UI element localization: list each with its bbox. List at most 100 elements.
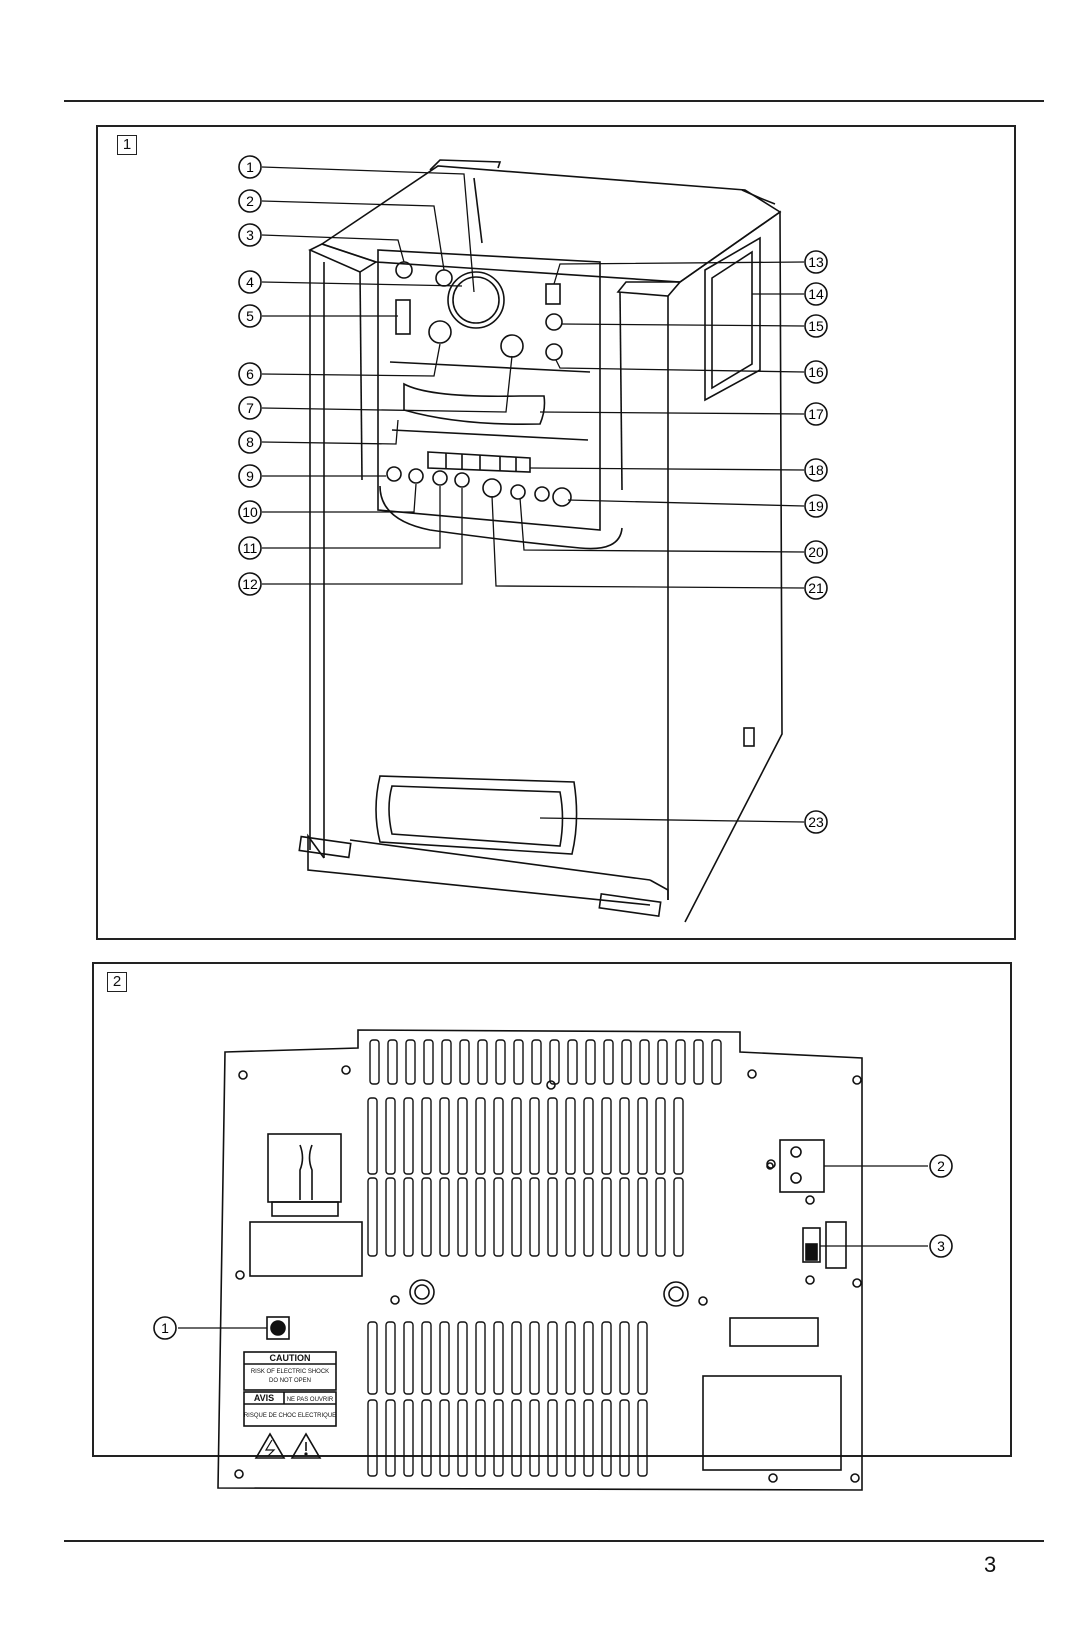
vent-slot [673, 1097, 684, 1175]
vent-slot [441, 1039, 452, 1085]
vent-slot [529, 1097, 540, 1175]
svg-text:13: 13 [808, 254, 824, 270]
rear-callout-1: 1 [153, 1316, 177, 1340]
vent-slot [493, 1177, 504, 1257]
caution-line1: RISK OF ELECTRIC SHOCK [251, 1369, 329, 1375]
callout-23: 23 [804, 810, 828, 834]
bottom-rule [64, 1540, 1044, 1542]
vent-slot [529, 1321, 540, 1395]
avis-title: AVIS [254, 1393, 274, 1403]
svg-text:14: 14 [808, 286, 824, 302]
svg-text:3: 3 [246, 227, 254, 243]
vent-slot [421, 1321, 432, 1395]
callout-9: 9 [238, 464, 262, 488]
vent-slot [657, 1039, 668, 1085]
svg-text:12: 12 [242, 576, 258, 592]
svg-text:1: 1 [246, 159, 254, 175]
svg-text:21: 21 [808, 580, 824, 596]
vent-slot [565, 1399, 576, 1477]
callout-17: 17 [804, 402, 828, 426]
vent-slot [367, 1321, 378, 1395]
vent-slot [385, 1177, 396, 1257]
vent-slot [477, 1039, 488, 1085]
vent-slot [547, 1399, 558, 1477]
svg-text:23: 23 [808, 814, 824, 830]
rear-callout-2: 2 [929, 1154, 953, 1178]
figure-1-tag: 1 [117, 135, 137, 155]
callout-14: 14 [804, 282, 828, 306]
vent-slot [603, 1039, 614, 1085]
vent-slot [457, 1321, 468, 1395]
callout-12: 12 [238, 572, 262, 596]
vent-slot [511, 1097, 522, 1175]
vent-slot [367, 1399, 378, 1477]
callout-21: 21 [804, 576, 828, 600]
vent-slot [655, 1097, 666, 1175]
vent-slot [493, 1097, 504, 1175]
stereo-front-illustration [298, 159, 783, 923]
vent-slot [583, 1321, 594, 1395]
vent-slot [675, 1039, 686, 1085]
rear-panel-illustration [217, 1029, 863, 1491]
vent-slot [637, 1097, 648, 1175]
vent-slot [547, 1321, 558, 1395]
vent-slot [511, 1321, 522, 1395]
vent-slot [547, 1177, 558, 1257]
vent-slot [513, 1039, 524, 1085]
svg-text:4: 4 [246, 274, 254, 290]
vent-slot [583, 1177, 594, 1257]
vent-slot [711, 1039, 722, 1085]
vent-slot [601, 1177, 612, 1257]
vent-slot [403, 1097, 414, 1175]
vent-slot [693, 1039, 704, 1085]
svg-text:17: 17 [808, 406, 824, 422]
vent-slot [619, 1399, 630, 1477]
vent-slot [385, 1399, 396, 1477]
svg-text:5: 5 [246, 308, 254, 324]
vent-slot [421, 1177, 432, 1257]
callout-4: 4 [238, 270, 262, 294]
vent-slot [493, 1321, 504, 1395]
vent-slot [403, 1399, 414, 1477]
svg-text:2: 2 [937, 1158, 945, 1174]
callout-7: 7 [238, 396, 262, 420]
vent-slot [637, 1399, 648, 1477]
figure-1-panel [96, 125, 1016, 940]
vent-slot [511, 1177, 522, 1257]
svg-text:3: 3 [937, 1238, 945, 1254]
avis-line2: RISQUE DE CHOC ELECTRIQUE [244, 1413, 336, 1419]
vent-slot [421, 1399, 432, 1477]
svg-text:18: 18 [808, 462, 824, 478]
vent-slot [439, 1321, 450, 1395]
vent-slot [529, 1177, 540, 1257]
vent-slot [601, 1399, 612, 1477]
figure-1-leader-lines [261, 166, 805, 823]
vent-slot [475, 1321, 486, 1395]
svg-text:8: 8 [246, 434, 254, 450]
vent-slot [493, 1399, 504, 1477]
caution-line2: DO NOT OPEN [269, 1378, 311, 1384]
callout-20: 20 [804, 540, 828, 564]
callout-6: 6 [238, 362, 262, 386]
vent-slot [457, 1399, 468, 1477]
vent-slot [439, 1177, 450, 1257]
vent-slot [565, 1177, 576, 1257]
vent-slot [367, 1097, 378, 1175]
svg-text:20: 20 [808, 544, 824, 560]
vent-slot [387, 1039, 398, 1085]
svg-text:7: 7 [246, 400, 254, 416]
callout-5: 5 [238, 304, 262, 328]
vent-slot [369, 1039, 380, 1085]
vent-slot [385, 1097, 396, 1175]
svg-text:6: 6 [246, 366, 254, 382]
callout-1: 1 [238, 155, 262, 179]
vent-slot [367, 1177, 378, 1257]
vent-slot [619, 1097, 630, 1175]
vent-slot [511, 1399, 522, 1477]
vent-slot [583, 1097, 594, 1175]
vent-slot [459, 1039, 470, 1085]
vent-slot [637, 1177, 648, 1257]
page-number: 3 [984, 1552, 997, 1577]
figure-2-leader-lines [178, 1165, 928, 1329]
